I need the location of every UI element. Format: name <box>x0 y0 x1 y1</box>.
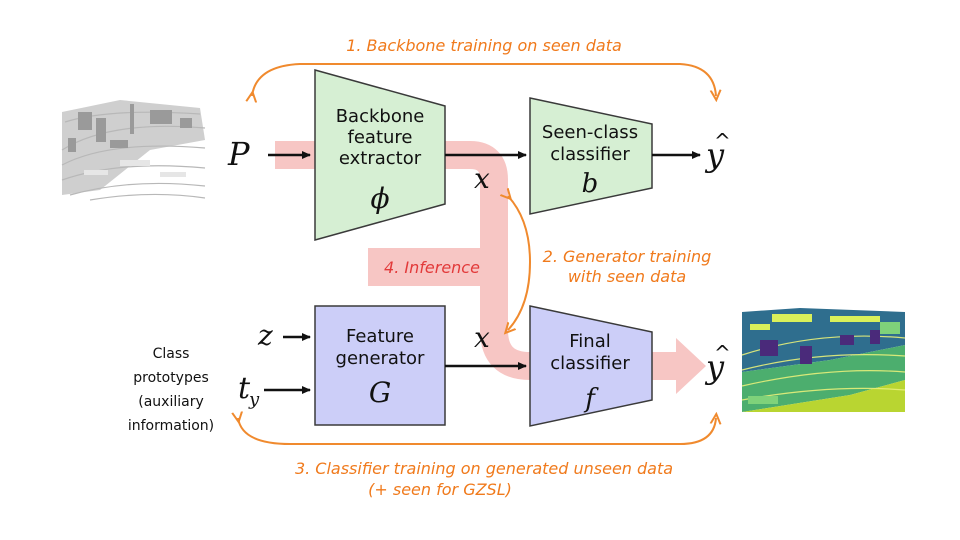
feature-generator-block: Feature generator G <box>314 305 446 426</box>
backbone-feature-extractor-block: Backbone feature extractor ϕ <box>314 69 446 241</box>
step4-inference-label: 4. Inference <box>384 258 480 277</box>
x-bottom-label: x <box>474 321 490 354</box>
step1-loop-arrow <box>252 63 716 96</box>
output-point-cloud-icon <box>740 305 908 413</box>
backbone-label-line1: Backbone <box>336 106 425 127</box>
backbone-symbol: ϕ <box>370 182 389 215</box>
step3-label-line1: 3. Classifier training on generated unse… <box>295 459 673 478</box>
t-label: t <box>238 371 251 406</box>
class-prototypes-line1: Class <box>153 346 190 362</box>
final-classifier-block: Final classifier f <box>529 305 653 427</box>
y-bottom-label: y <box>704 348 725 386</box>
y-bottom-hat: ^ <box>714 341 731 365</box>
step2-label-line2: with seen data <box>568 267 686 286</box>
x-top-label: x <box>474 162 490 195</box>
class-prototypes-line3: (auxiliary <box>138 394 204 410</box>
step3-label-line2: (+ seen for GZSL) <box>368 480 512 499</box>
y-top-label: y <box>704 136 725 174</box>
y-hat-top-label: y ^ <box>704 129 731 174</box>
seen-classifier-symbol: b <box>582 169 599 199</box>
class-prototypes-label: Class prototypes (auxiliary information) <box>128 346 214 434</box>
class-prototypes-line2: prototypes <box>133 370 209 386</box>
inference-path-highlight <box>275 141 706 394</box>
backbone-label-line3: extractor <box>339 148 422 169</box>
seen-classifier-label-line2: classifier <box>550 144 630 165</box>
step3-loop-arrow <box>238 418 716 445</box>
y-hat-bottom-label: y ^ <box>704 341 731 386</box>
step1-label: 1. Backbone training on seen data <box>346 36 622 55</box>
training-loops <box>238 63 716 445</box>
y-top-hat: ^ <box>714 129 731 153</box>
final-classifier-label-line2: classifier <box>550 353 630 374</box>
feature-generator-label-line2: generator <box>336 348 425 369</box>
step2-label-line1: 2. Generator training <box>543 247 712 266</box>
t-y-label: t y <box>238 371 260 410</box>
data-flow-arrows <box>264 151 701 394</box>
feature-generator-symbol: G <box>369 376 391 409</box>
z-label: z <box>257 319 273 352</box>
seen-classifier-label-line1: Seen-class <box>542 122 638 143</box>
step2-loop-arrow <box>508 196 532 330</box>
input-point-cloud-icon <box>60 96 206 201</box>
feature-generator-label-line1: Feature <box>346 326 414 347</box>
t-subscript-label: y <box>248 389 260 410</box>
backbone-label-line2: feature <box>348 127 413 148</box>
class-prototypes-line4: information) <box>128 418 214 434</box>
seen-class-classifier-block: Seen-class classifier b <box>529 97 653 215</box>
final-classifier-label-line1: Final <box>569 331 610 352</box>
input-p-label: P <box>227 135 250 173</box>
